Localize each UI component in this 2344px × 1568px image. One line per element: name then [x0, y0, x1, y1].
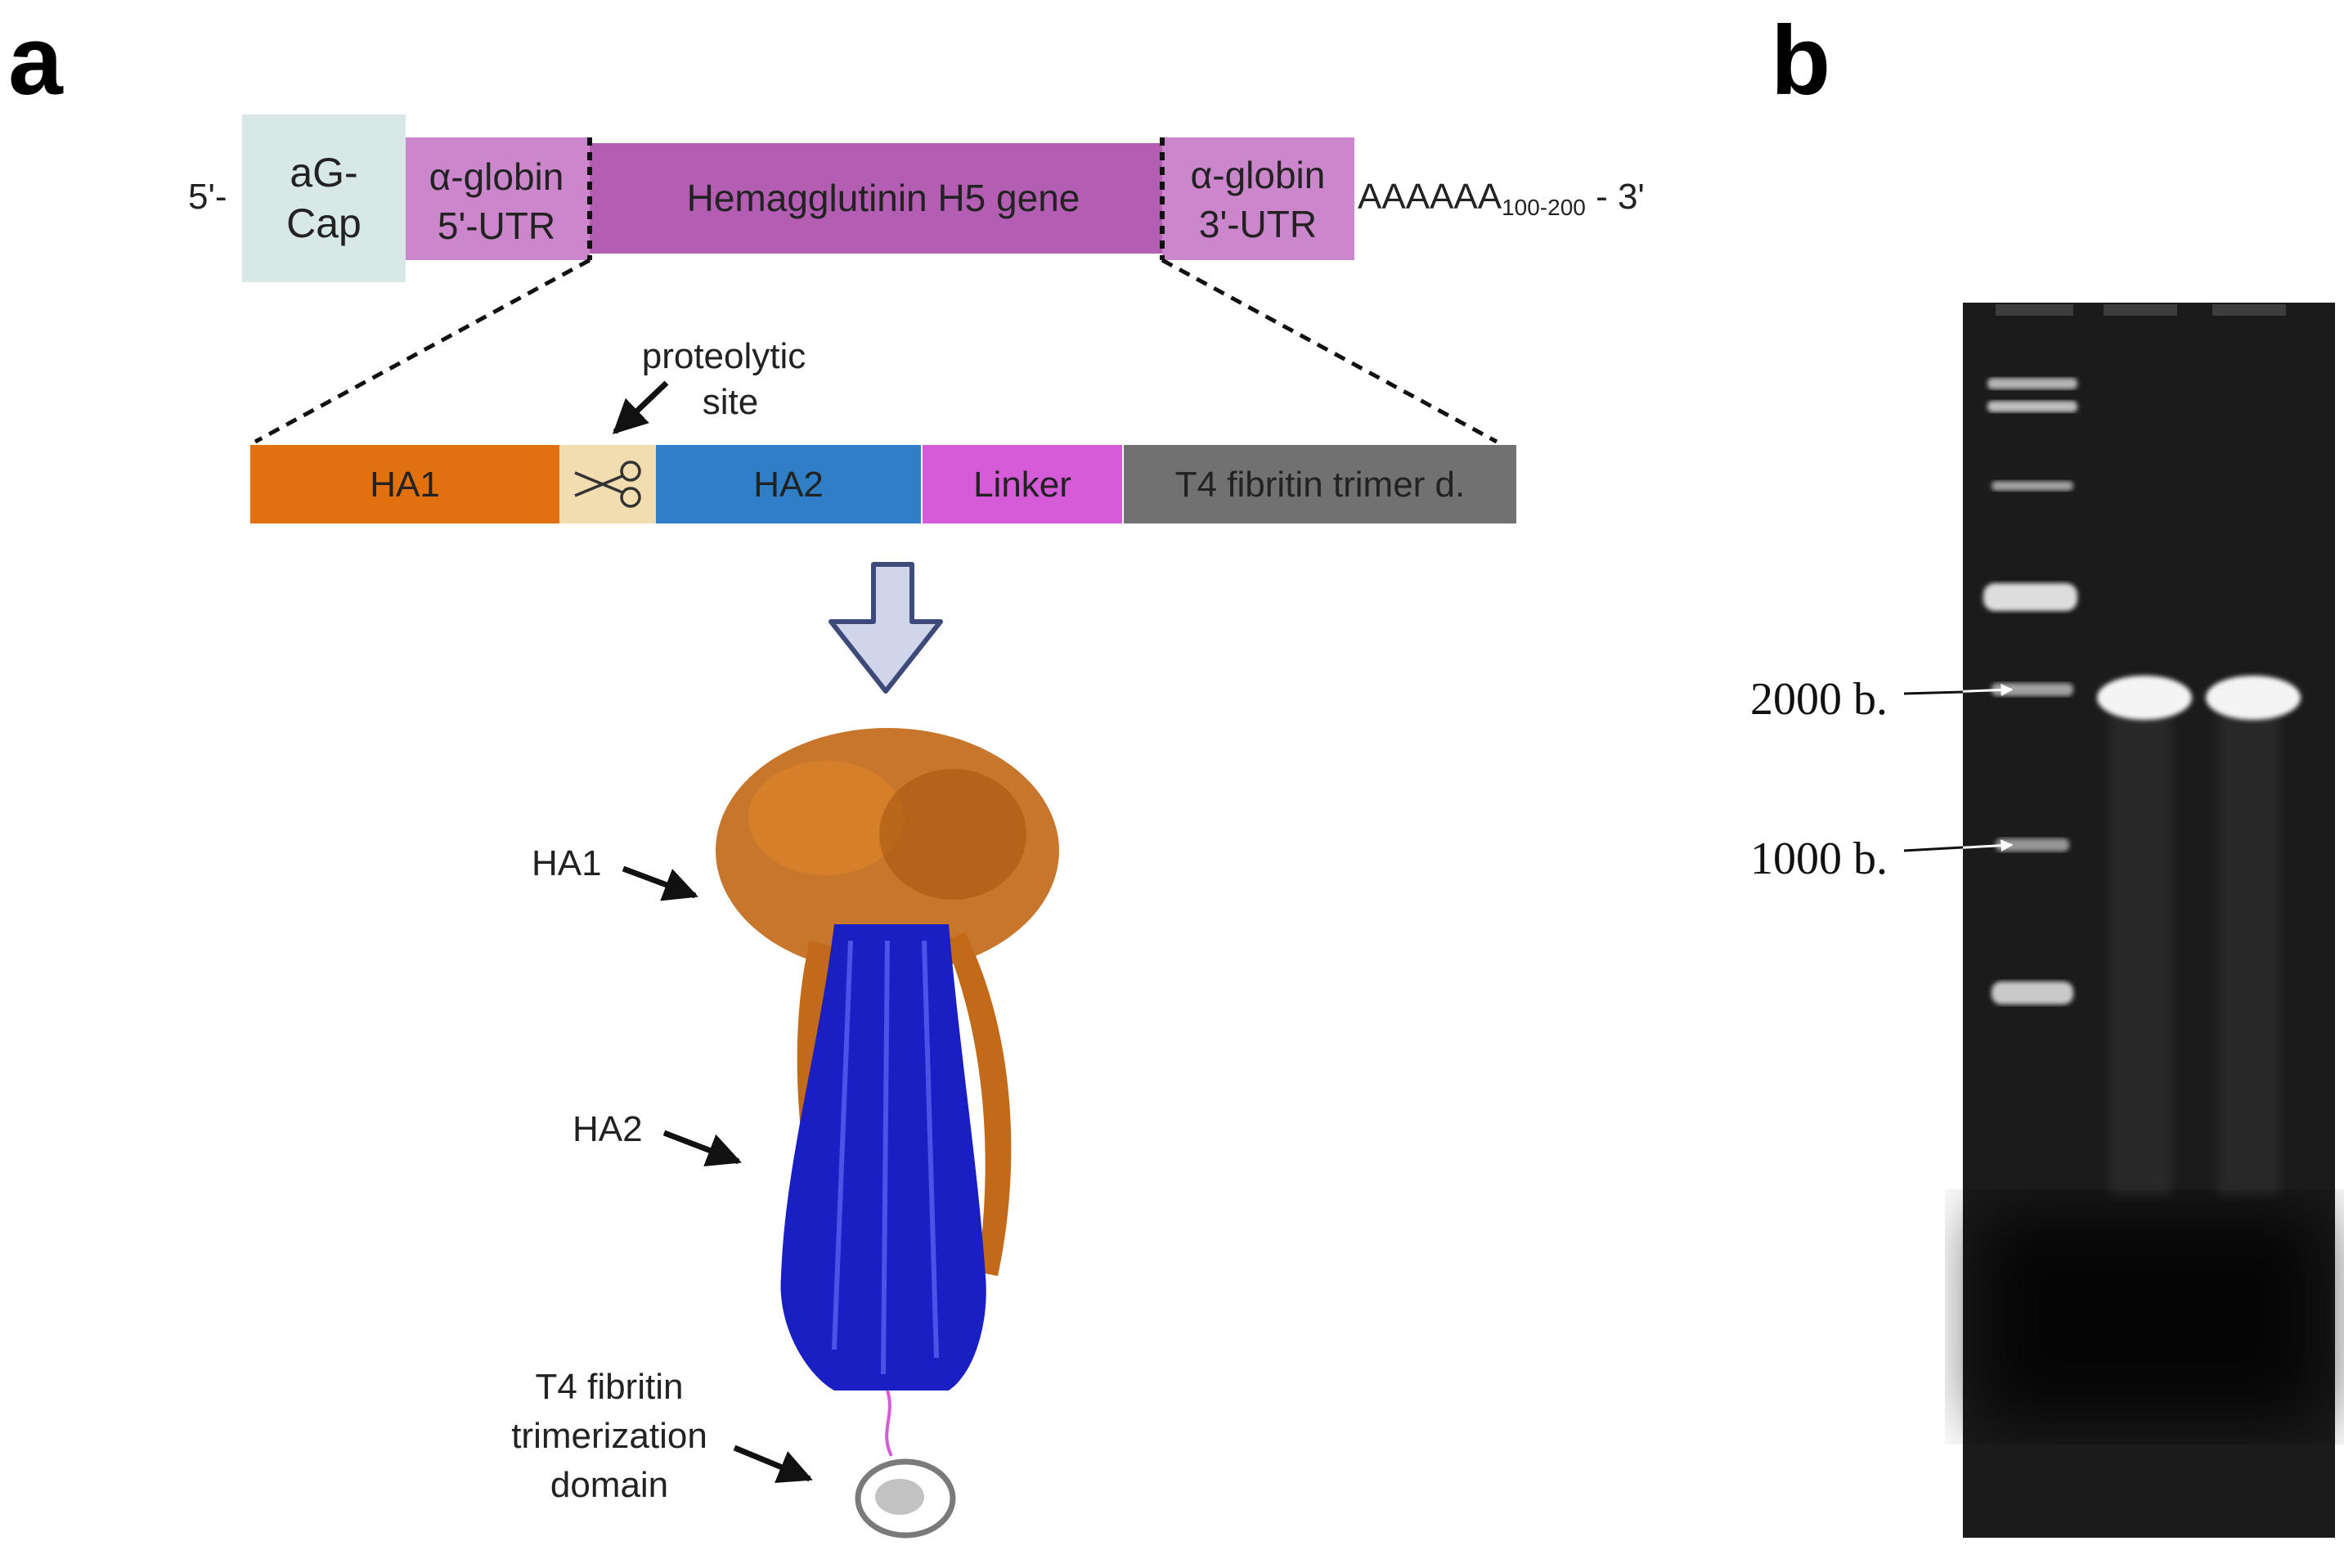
structure-t4-label-line3: domain	[550, 1465, 668, 1505]
t4-foldon	[855, 1458, 956, 1539]
mrna-construct: 5'- aG- Cap α-globin 5'-UTR Hemagglutini…	[188, 115, 1645, 282]
ladder-band	[1992, 982, 2073, 1004]
structure-ha1-label: HA1	[532, 843, 602, 883]
linker-segment-label: Linker	[973, 465, 1071, 505]
ha2-segment-label: HA2	[753, 465, 824, 505]
five-prime-label: 5'-	[188, 177, 227, 217]
ladder-band	[1996, 838, 2069, 851]
ha2-helix-stripes	[832, 940, 939, 1375]
protein-construct: HA1 HA2 Linker T4 fibritin trimer d.	[250, 445, 1516, 523]
cap-label-line1: aG-	[290, 150, 357, 195]
proteolytic-label-line1: proteolytic	[642, 336, 806, 376]
utr5-label-line2: 5'-UTR	[438, 204, 555, 247]
gel-shadow	[1979, 1211, 2323, 1423]
proteolytic-site-segment	[559, 445, 656, 523]
lane-2-smear	[2110, 703, 2171, 1194]
linker-strand	[885, 1390, 893, 1457]
t4-segment-label: T4 fibritin trimer d.	[1175, 465, 1466, 505]
ladder-band	[1983, 583, 2077, 611]
structure-t4-label-line2: trimerization	[511, 1416, 707, 1456]
utr3-block	[1162, 137, 1354, 260]
ha1-segment	[250, 445, 559, 523]
polya-label: AAAAAA	[1358, 177, 1502, 217]
cap-block	[242, 115, 406, 282]
ladder-band	[1987, 378, 2077, 389]
marker-2000-leader	[1903, 690, 1964, 695]
ha-trimer-structure	[716, 728, 1059, 1539]
ha1-segment-label: HA1	[370, 465, 440, 505]
sample-band-lane-3	[2206, 676, 2301, 720]
marker-1000-label: 1000 b.	[1750, 833, 1888, 884]
utr5-block	[406, 137, 590, 260]
cap-label-line2: Cap	[286, 200, 361, 246]
expansion-line-right	[1161, 258, 1498, 444]
panel-label-b: b	[1771, 6, 1830, 115]
structure-t4-arrow	[733, 1444, 813, 1483]
well-lane-3	[2212, 304, 2286, 316]
structure-ha2-label: HA2	[573, 1109, 643, 1149]
gene-block	[590, 143, 1162, 254]
lane-3-smear	[2218, 703, 2279, 1194]
polya-subscript: 100-200	[1502, 195, 1586, 220]
well-lane-1	[1996, 304, 2073, 316]
utr3-label-line1: α-globin	[1191, 154, 1326, 196]
ha1-side-right	[945, 932, 1012, 1276]
t4-segment	[1124, 445, 1516, 523]
ha1-head-detail	[748, 761, 904, 875]
polya-tail: AAAAAA100-200 - 3'	[1358, 177, 1645, 220]
ladder-bands	[1983, 378, 2077, 1004]
ladder-band	[1992, 481, 2073, 491]
t4-foldon-inner	[875, 1479, 924, 1515]
marker-2000-label: 2000 b.	[1750, 674, 1888, 725]
utr3-label-line2: 3'-UTR	[1199, 203, 1317, 245]
ha2-segment	[656, 445, 921, 523]
well-lane-2	[2104, 304, 2177, 316]
ladder-band	[1987, 401, 2077, 412]
proteolytic-arrow	[612, 380, 669, 434]
three-prime-label: - 3'	[1586, 177, 1645, 217]
sample-band-lane-2	[2097, 676, 2192, 720]
marker-1000-leader	[1903, 846, 1964, 852]
ha1-head-detail-2	[879, 769, 1026, 900]
structure-ha2-arrow	[662, 1130, 742, 1167]
proteolytic-label-line2: site	[703, 382, 758, 422]
expansion-line-left	[254, 258, 591, 444]
scissors-icon	[574, 461, 641, 508]
gel-image	[1963, 303, 2335, 1538]
utr5-label-line1: α-globin	[429, 155, 564, 198]
linker-segment	[923, 445, 1122, 523]
structure-t4-label-line1: T4 fibritin	[536, 1367, 684, 1407]
gene-label: Hemagglutinin H5 gene	[687, 177, 1080, 219]
panel-label-a: a	[8, 6, 64, 115]
down-arrow	[828, 562, 943, 694]
structure-ha1-arrow	[622, 865, 698, 901]
